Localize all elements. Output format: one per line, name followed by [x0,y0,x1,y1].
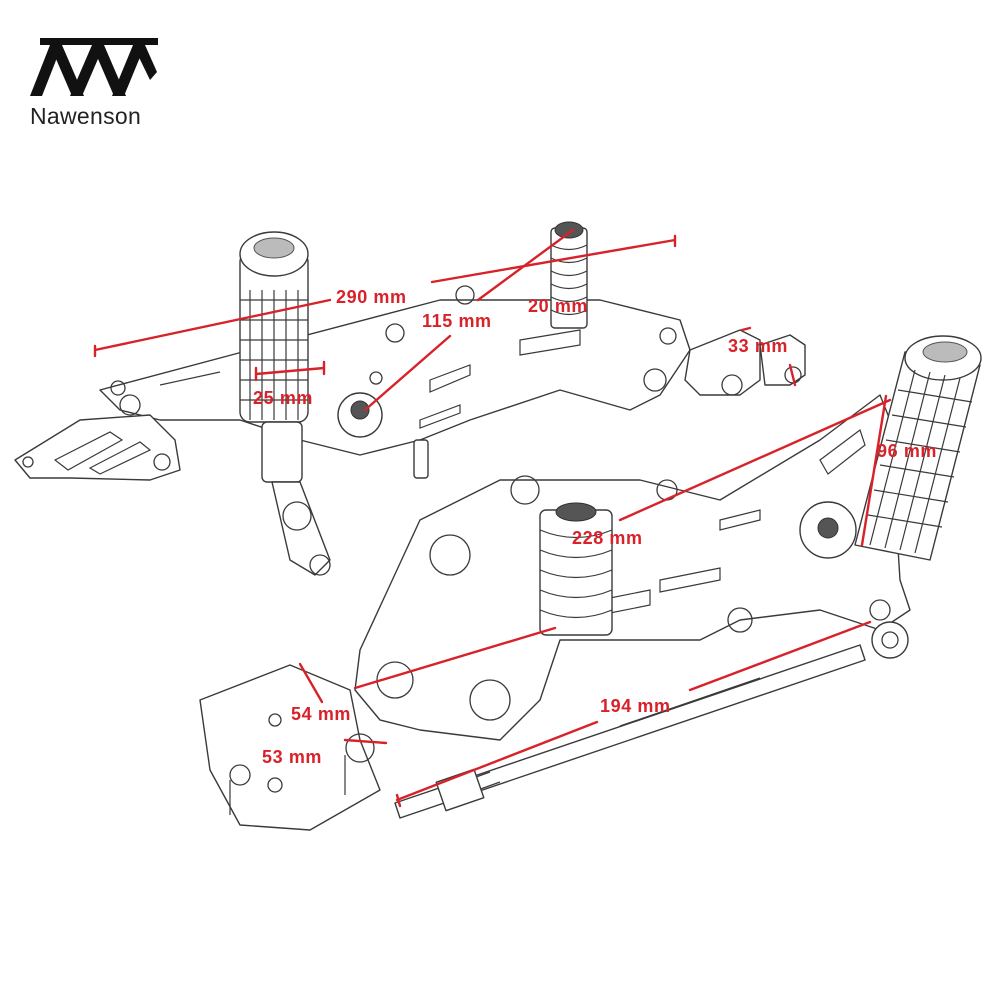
shift-rod [394,621,909,819]
dim-block-height: 54 mm [291,704,351,724]
dim-line-96 [860,394,888,547]
mounting-block [199,664,381,831]
dim-peg-diameter: 25 mm [253,388,313,408]
dim-line-290 [93,234,677,358]
dim-line-115 [363,334,452,412]
left-main-plate [99,299,691,456]
dim-line-54 [298,662,324,704]
dim-line-53 [343,738,388,745]
left-spring [550,221,588,329]
dim-lever-length: 228 mm [572,528,643,548]
right-main-plate [354,394,911,741]
dim-plate-width: 115 mm [422,311,492,331]
brand-name: Nawenson [30,103,142,129]
dim-line-25 [254,360,326,382]
dim-line-33 [740,326,797,387]
dim-spring-height: 20 mm [528,296,588,316]
left-heel-plate [14,414,181,481]
dim-block-width: 53 mm [262,747,322,767]
dimension-lines [93,228,892,808]
dim-line-20 [476,228,575,302]
dim-spacer-length: 33 mm [728,336,788,356]
right-rearset-assembly [354,335,982,819]
left-spacers [684,329,806,396]
dim-line-194 [395,620,872,808]
dim-line-228 [353,398,892,690]
nw-monogram-logo [30,38,158,96]
dim-overall-length: 290 mm [336,287,407,307]
right-footpeg [854,335,982,561]
dim-rod-length: 194 mm [600,696,671,716]
dim-peg-length: 96 mm [877,441,937,461]
right-spring [539,502,613,636]
